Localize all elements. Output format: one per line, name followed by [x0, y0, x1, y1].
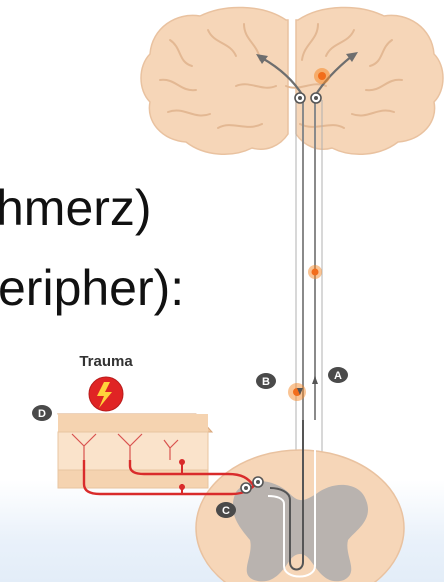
marker-a-label: A — [334, 370, 342, 382]
marker-d: D — [32, 405, 52, 421]
brain-neuron-left-core — [298, 96, 302, 100]
slide-text-line-2: eripher): — [0, 258, 184, 318]
marker-c: C — [216, 502, 236, 518]
trauma-symbol — [89, 377, 123, 411]
synapse-neuron-1-core — [244, 486, 248, 490]
marker-b-label: B — [262, 376, 270, 388]
skin-block — [58, 414, 212, 488]
brain-left-hemisphere — [141, 7, 288, 154]
ascending-arrowhead — [312, 376, 318, 384]
marker-b: B — [256, 373, 276, 389]
marker-c-label: C — [222, 505, 230, 517]
synapse-neuron-2-core — [256, 480, 260, 484]
marker-a: A — [328, 367, 348, 383]
marker-d-label: D — [38, 408, 46, 420]
slide-text-line-1: hmerz) — [0, 178, 152, 238]
trauma-label: Trauma — [79, 353, 133, 370]
brain-neuron-right-core — [314, 96, 318, 100]
